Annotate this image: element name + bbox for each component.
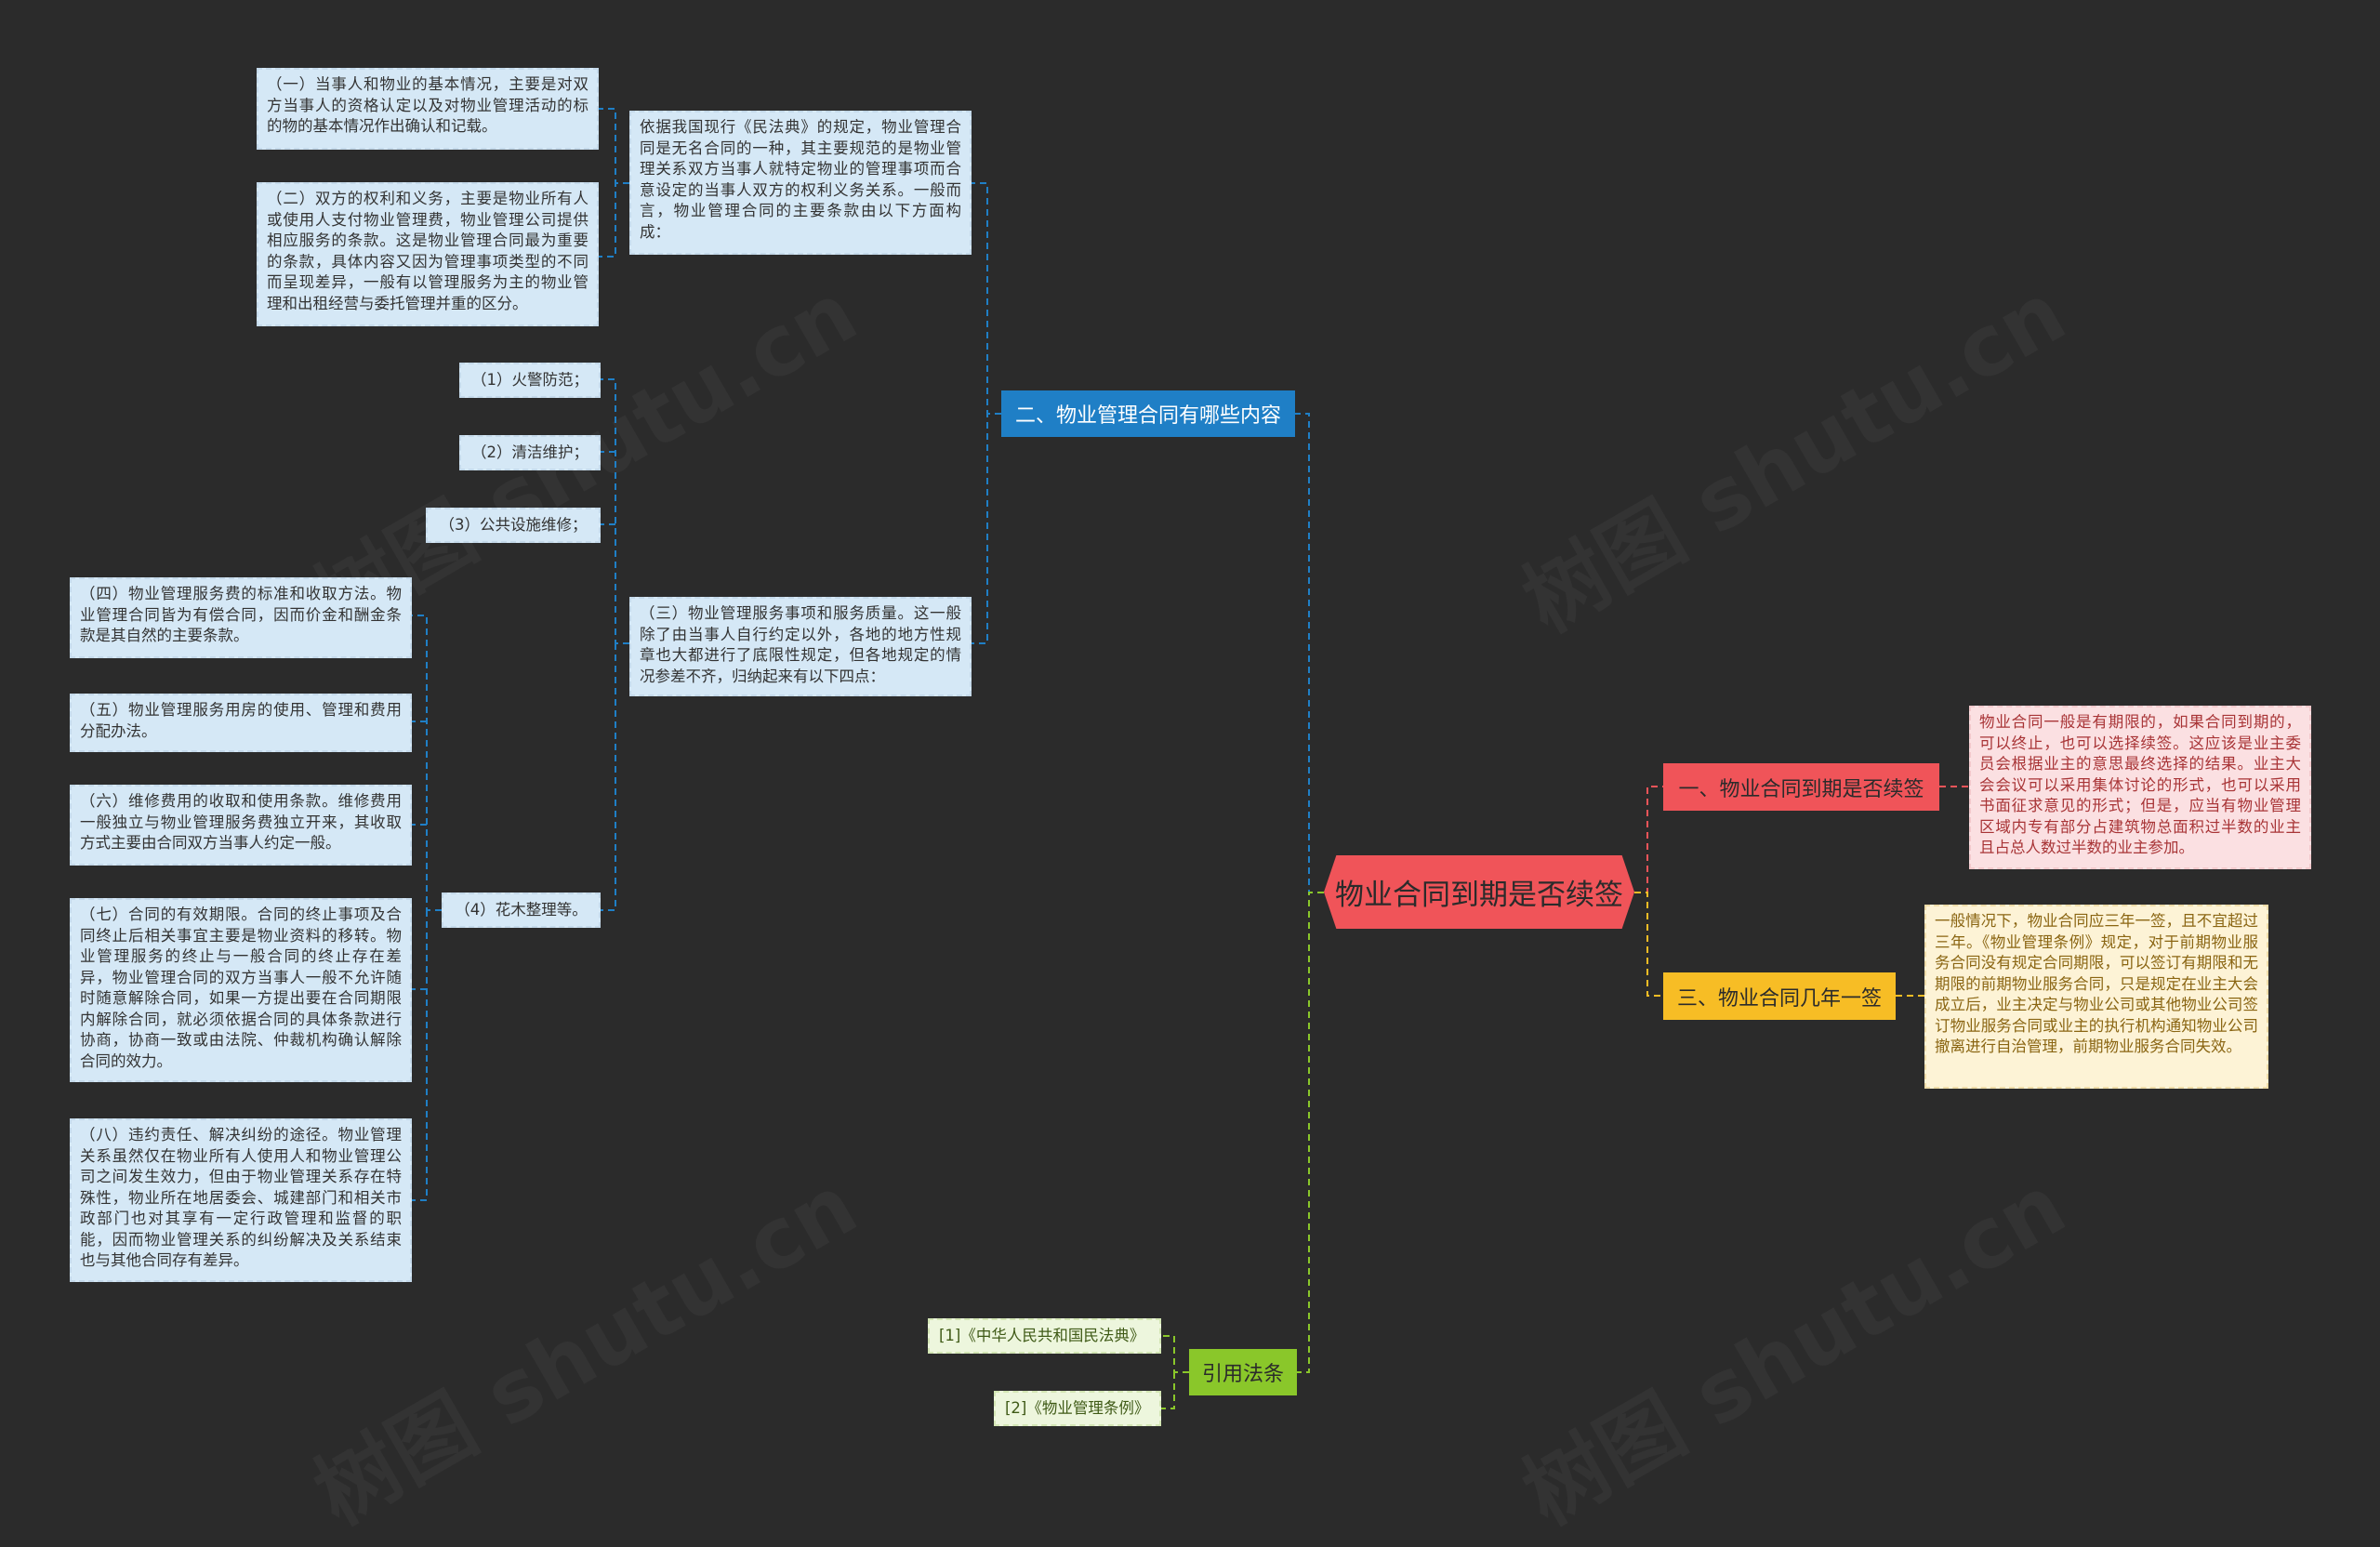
leaf-law-1[interactable]: [1]《中华人民共和国民法典》 — [928, 1318, 1161, 1354]
branch-contract-years[interactable]: 三、物业合同几年一签 — [1663, 972, 1896, 1020]
leaf-text: （六）维修费用的收取和使用条款。维修费用一般独立与物业管理服务费独立开来，其收取… — [80, 792, 402, 852]
leaf-text: （三）物业管理服务事项和服务质量。这一般除了由当事人自行约定以外，各地的地方性规… — [640, 604, 961, 685]
leaf-text: （2）清洁维护； — [471, 443, 588, 461]
branch-label: 一、物业合同到期是否续签 — [1678, 777, 1924, 801]
root-topic[interactable]: 物业合同到期是否续签 — [1324, 855, 1634, 929]
leaf-sub-2[interactable]: （2）清洁维护； — [459, 435, 601, 470]
leaf-law-2[interactable]: [2]《物业管理条例》 — [994, 1391, 1161, 1426]
leaf-text: （七）合同的有效期限。合同的终止事项及合同终止后相关事宜主要是物业资料的移转。物… — [80, 906, 402, 1070]
leaf-sub-1[interactable]: （1）火警防范； — [459, 363, 601, 398]
leaf-item-1[interactable]: （一）当事人和物业的基本情况，主要是对双方当事人的资格认定以及对物业管理活动的标… — [257, 68, 599, 150]
leaf-sub-3[interactable]: （3）公共设施维修； — [426, 508, 601, 543]
leaf-years-text[interactable]: 一般情况下，物业合同应三年一签，且不宜超过三年。《物业管理条例》规定，对于前期物… — [1924, 905, 2268, 1089]
leaf-text: （一）当事人和物业的基本情况，主要是对双方当事人的资格认定以及对物业管理活动的标… — [267, 75, 588, 135]
leaf-text: [1]《中华人民共和国民法典》 — [939, 1327, 1145, 1344]
leaf-content-intro[interactable]: 依据我国现行《民法典》的规定，物业管理合同是无名合同的一种，其主要规范的是物业管… — [629, 111, 972, 255]
leaf-text: （二）双方的权利和义务，主要是物业所有人或使用人支付物业管理费，物业管理公司提供… — [267, 190, 588, 312]
branch-contract-content[interactable]: 二、物业管理合同有哪些内容 — [1001, 390, 1295, 437]
leaf-item-7[interactable]: （七）合同的有效期限。合同的终止事项及合同终止后相关事宜主要是物业资料的移转。物… — [70, 898, 412, 1082]
leaf-item-8[interactable]: （八）违约责任、解决纠纷的途径。物业管理关系虽然仅在物业所有人使用人和物业管理公… — [70, 1118, 412, 1282]
leaf-text: [2]《物业管理条例》 — [1005, 1399, 1150, 1417]
branch-label: 二、物业管理合同有哪些内容 — [1014, 404, 1281, 428]
leaf-item-3[interactable]: （三）物业管理服务事项和服务质量。这一般除了由当事人自行约定以外，各地的地方性规… — [629, 597, 972, 696]
leaf-text: 物业合同一般是有期限的，如果合同到期的，可以终止，也可以选择续签。这应该是业主委… — [1979, 713, 2301, 856]
leaf-text: （4）花木整理等。 — [455, 901, 588, 919]
leaf-item-6[interactable]: （六）维修费用的收取和使用条款。维修费用一般独立与物业管理服务费独立开来，其收取… — [70, 785, 412, 866]
leaf-text: （八）违约责任、解决纠纷的途径。物业管理关系虽然仅在物业所有人使用人和物业管理公… — [80, 1126, 402, 1269]
leaf-text: 一般情况下，物业合同应三年一签，且不宜超过三年。《物业管理条例》规定，对于前期物… — [1935, 912, 2258, 1055]
branch-cited-laws[interactable]: 引用法条 — [1189, 1349, 1297, 1395]
leaf-sub-4[interactable]: （4）花木整理等。 — [442, 892, 601, 928]
leaf-item-5[interactable]: （五）物业管理服务用房的使用、管理和费用分配办法。 — [70, 694, 412, 752]
root-title: 物业合同到期是否续签 — [1335, 879, 1623, 912]
branch-renewal[interactable]: 一、物业合同到期是否续签 — [1663, 763, 1939, 811]
leaf-item-2[interactable]: （二）双方的权利和义务，主要是物业所有人或使用人支付物业管理费，物业管理公司提供… — [257, 182, 599, 326]
branch-label: 三、物业合同几年一签 — [1676, 986, 1882, 1011]
leaf-text: 依据我国现行《民法典》的规定，物业管理合同是无名合同的一种，其主要规范的是物业管… — [640, 118, 961, 241]
connector-lines — [412, 108, 1969, 1409]
leaf-text: （3）公共设施维修； — [439, 516, 588, 534]
leaf-item-4[interactable]: （四）物业管理服务费的标准和收取方法。物业管理合同皆为有偿合同，因而价金和酬金条… — [70, 577, 412, 658]
leaf-text: （五）物业管理服务用房的使用、管理和费用分配办法。 — [80, 701, 402, 740]
leaf-text: （1）火警防范； — [471, 371, 588, 389]
branch-label: 引用法条 — [1201, 1363, 1284, 1386]
leaf-text: （四）物业管理服务费的标准和收取方法。物业管理合同皆为有偿合同，因而价金和酬金条… — [80, 585, 402, 644]
leaf-renewal-text[interactable]: 物业合同一般是有期限的，如果合同到期的，可以终止，也可以选择续签。这应该是业主委… — [1969, 706, 2311, 869]
